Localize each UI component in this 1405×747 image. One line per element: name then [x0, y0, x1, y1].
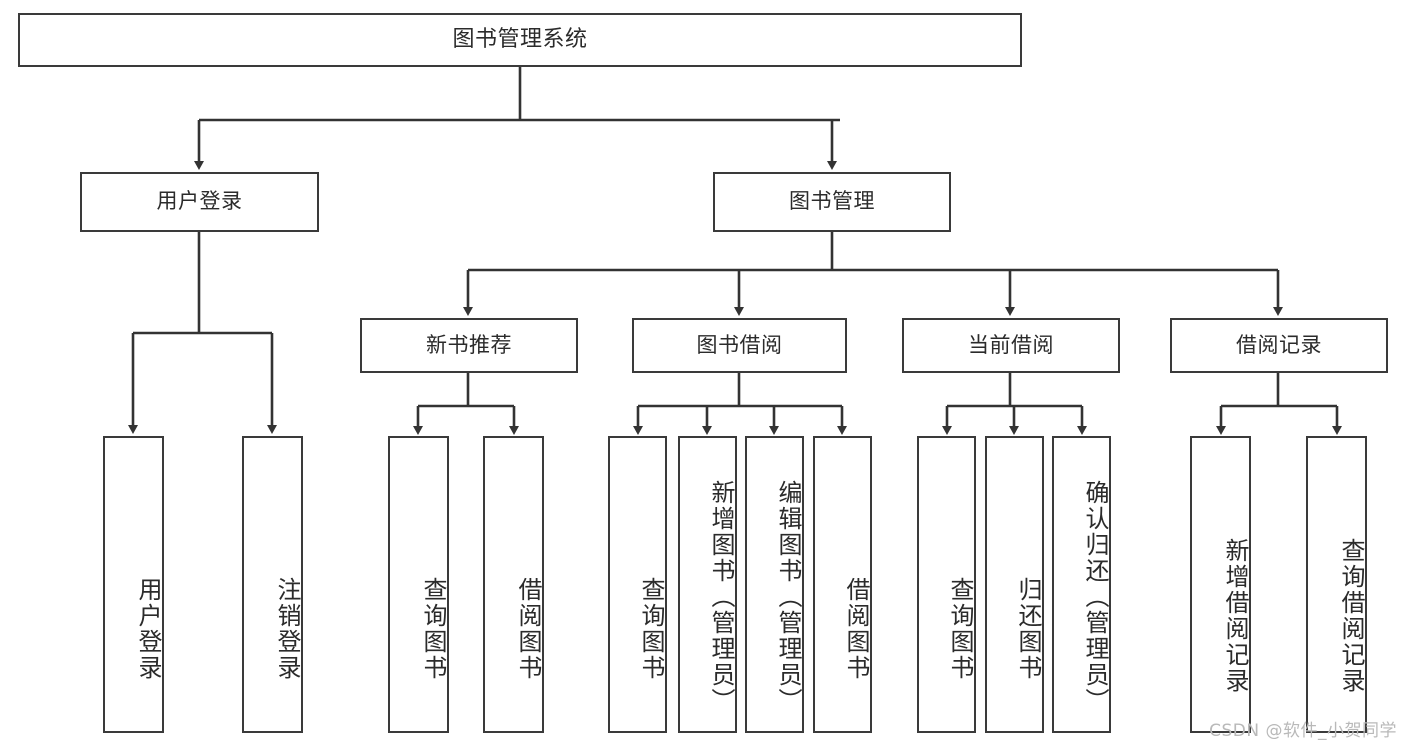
- leaf-return-book-label: 归还图书: [1014, 577, 1042, 681]
- leaf-query-book-cur-label: 查询图书: [946, 577, 974, 681]
- node-new-book-recommendation[interactable]: 新书推荐: [360, 318, 578, 373]
- leaf-query-book-bor-label: 查询图书: [637, 577, 665, 681]
- node-book-borrow-label: 图书借阅: [696, 332, 783, 357]
- watermark: CSDN @软件_小贺同学: [1209, 721, 1397, 741]
- node-new-book-recommendation-label: 新书推荐: [426, 332, 512, 357]
- node-user-login[interactable]: 用户登录: [80, 172, 319, 232]
- node-root-label: 图书管理系统: [452, 26, 588, 52]
- leaf-query-borrow-rec-label: 查询借阅记录: [1337, 538, 1365, 694]
- node-root[interactable]: 图书管理系统: [18, 13, 1022, 67]
- node-book-manage-label: 图书管理: [789, 189, 875, 214]
- node-user-login-label: 用户登录: [156, 189, 243, 214]
- leaf-query-book-cur[interactable]: 查询图书: [917, 436, 976, 733]
- node-borrow-record-label: 借阅记录: [1236, 332, 1322, 357]
- node-book-manage[interactable]: 图书管理: [713, 172, 951, 232]
- leaf-edit-book-admin-label: 编辑图书（管理员）: [774, 479, 802, 714]
- leaf-add-book-admin-label: 新增图书（管理员）: [707, 479, 735, 714]
- node-current-borrow-label: 当前借阅: [968, 332, 1054, 357]
- leaf-borrow-book-rec[interactable]: 借阅图书: [483, 436, 544, 733]
- leaf-borrow-book-bor[interactable]: 借阅图书: [813, 436, 872, 733]
- leaf-add-book-admin[interactable]: 新增图书（管理员）: [678, 436, 737, 733]
- leaf-add-borrow-rec-label: 新增借阅记录: [1221, 538, 1249, 694]
- leaf-query-book-bor[interactable]: 查询图书: [608, 436, 667, 733]
- leaf-query-book-rec[interactable]: 查询图书: [388, 436, 449, 733]
- leaf-user-login[interactable]: 用户登录: [103, 436, 164, 733]
- node-current-borrow[interactable]: 当前借阅: [902, 318, 1120, 373]
- leaf-confirm-return[interactable]: 确认归还（管理员）: [1052, 436, 1111, 733]
- leaf-return-book[interactable]: 归还图书: [985, 436, 1044, 733]
- leaf-add-borrow-rec[interactable]: 新增借阅记录: [1190, 436, 1251, 733]
- leaf-logout[interactable]: 注销登录: [242, 436, 303, 733]
- leaf-borrow-book-rec-label: 借阅图书: [514, 577, 542, 681]
- leaf-edit-book-admin[interactable]: 编辑图书（管理员）: [745, 436, 804, 733]
- leaf-borrow-book-bor-label: 借阅图书: [842, 577, 870, 681]
- leaf-user-login-label: 用户登录: [134, 577, 162, 681]
- node-borrow-record[interactable]: 借阅记录: [1170, 318, 1388, 373]
- leaf-query-book-rec-label: 查询图书: [419, 577, 447, 681]
- leaf-confirm-return-label: 确认归还（管理员）: [1081, 479, 1109, 714]
- leaf-query-borrow-rec[interactable]: 查询借阅记录: [1306, 436, 1367, 733]
- leaf-logout-label: 注销登录: [273, 577, 301, 681]
- node-book-borrow[interactable]: 图书借阅: [632, 318, 847, 373]
